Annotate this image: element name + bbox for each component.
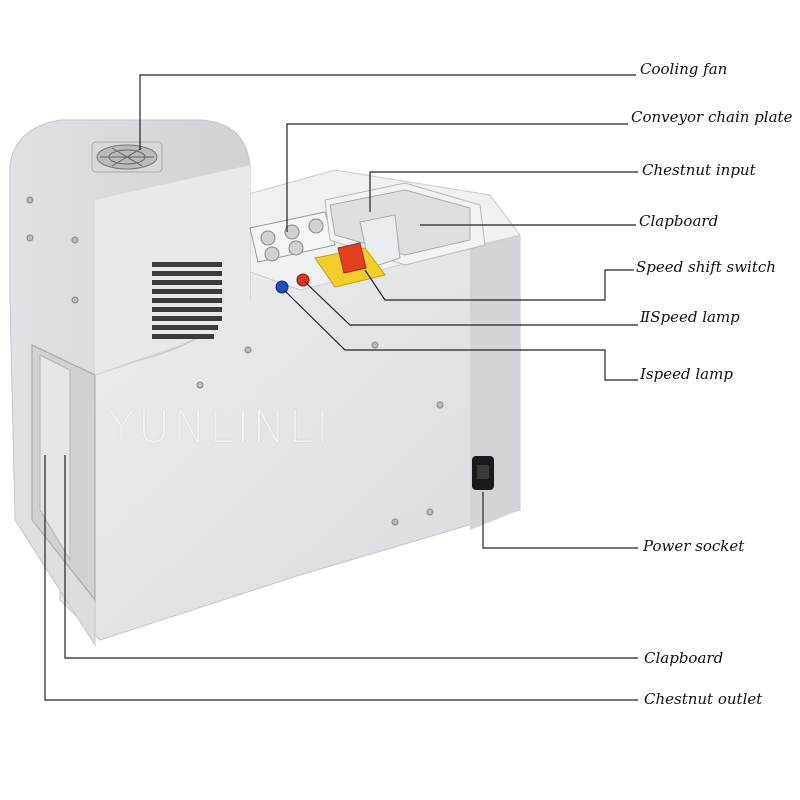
conveyor-chain-plate [249, 211, 336, 263]
chestnut-input-hopper [324, 182, 486, 269]
machine-right-face [470, 205, 520, 530]
leader-lines [44, 74, 638, 701]
label-power-socket: Power socket [643, 537, 745, 555]
label-cooling-fan: Cooling fan [640, 60, 728, 78]
vent-grille [152, 262, 222, 339]
speed-lamp-1 [275, 280, 289, 294]
label-clapboard-bottom: Clapboard [644, 649, 724, 667]
cooling-fan-icon [91, 141, 163, 173]
label-chestnut-input: Chestnut input [642, 161, 756, 179]
clapboard-lower [39, 354, 71, 562]
label-chestnut-outlet: Chestnut outlet [644, 690, 763, 708]
speed-shift-switch [314, 242, 386, 288]
watermark: YUNLINLI [108, 402, 332, 453]
label-conveyor-chain-plate: Conveyor chain plate [631, 108, 793, 126]
machine-tower-front [95, 165, 250, 375]
label-speed-lamp-1: Ⅰspeed lamp [640, 365, 733, 383]
label-speed-shift-switch: Speed shift switch [636, 258, 776, 276]
label-speed-lamp-2: ⅡSpeed lamp [640, 308, 740, 326]
label-clapboard-top: Clapboard [639, 212, 719, 230]
screws [26, 196, 444, 526]
